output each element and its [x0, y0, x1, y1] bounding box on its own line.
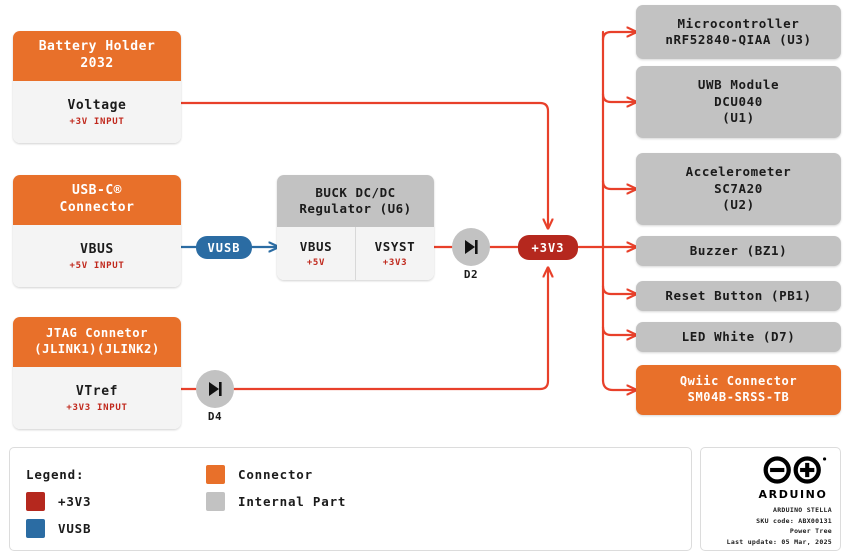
block-accelerometer-line2: SC7A20	[714, 180, 763, 196]
block-jtag-connector[interactable]: JTAG Connetor (JLINK1)(JLINK2) VTref +3V…	[13, 317, 181, 429]
diode-d2[interactable]	[452, 228, 490, 266]
diode-symbol-icon	[465, 240, 478, 254]
wire-branch-u1	[601, 92, 636, 102]
block-microcontroller-line2: nRF52840-QIAA (U3)	[665, 32, 812, 47]
diode-d2-label-text: D2	[463, 268, 479, 281]
wire-branch-qwiic	[601, 378, 636, 390]
diode-symbol-icon	[209, 382, 222, 396]
legend-label-connector: Connector	[238, 467, 313, 482]
block-battery-holder[interactable]: Battery Holder 2032 Voltage +3V INPUT	[13, 31, 181, 143]
block-usbc-connector[interactable]: USB-C® Connector VBUS +5V INPUT	[13, 175, 181, 287]
block-battery-header-line2: 2032	[80, 56, 114, 71]
legend-swatch-3v3	[26, 492, 45, 511]
block-jtag-header-line2: (JLINK1)(JLINK2)	[34, 342, 160, 356]
block-battery-header: Battery Holder 2032	[13, 31, 181, 81]
diode-d2-label: D2	[452, 268, 490, 281]
block-jtag-body: VTref +3V3 INPUT	[13, 367, 181, 429]
block-led-white[interactable]: LED White (D7)	[636, 322, 841, 352]
block-usbc-voltage: +5V INPUT	[69, 260, 125, 271]
block-buzzer[interactable]: Buzzer (BZ1)	[636, 236, 841, 266]
block-qwiic-line2: SM04B-SRSS-TB	[687, 390, 790, 404]
regulator-vsyst-rail: VSYST	[374, 239, 416, 254]
regulator-output-vsyst: VSYST +3V3	[355, 227, 434, 280]
regulator-vsyst-voltage: +3V3	[382, 258, 408, 268]
legend-title: Legend:	[26, 467, 85, 482]
block-regulator-body: VBUS +5V VSYST +3V3	[277, 227, 434, 280]
block-uwb-line2: DCU040	[714, 93, 763, 109]
legend-swatch-connector	[206, 465, 225, 484]
block-accelerometer[interactable]: Accelerometer SC7A20 (U2)	[636, 153, 841, 225]
net-badge-vusb[interactable]: VUSB	[196, 236, 252, 259]
net-badge-3v3-label: +3V3	[531, 240, 565, 255]
block-reset-button-label: Reset Button (PB1)	[665, 287, 812, 303]
block-reset-button[interactable]: Reset Button (PB1)	[636, 281, 841, 311]
block-usbc-header: USB-C® Connector	[13, 175, 181, 225]
diode-d4-label: D4	[196, 410, 234, 423]
block-usbc-body: VBUS +5V INPUT	[13, 225, 181, 287]
legend-row-3: VUSB	[26, 515, 386, 542]
block-jtag-header: JTAG Connetor (JLINK1)(JLINK2)	[13, 317, 181, 367]
block-regulator-header-line1: BUCK DC/DC	[315, 185, 396, 200]
regulator-vbus-rail: VBUS	[299, 239, 333, 254]
legend-card: Legend: Connector +3V3 Internal Part	[9, 447, 692, 551]
wire-branch-u2	[601, 179, 636, 189]
brand-meta-last-update: Last update: 05 Mar, 2025	[726, 537, 832, 546]
legend-row-2: +3V3 Internal Part	[26, 488, 386, 515]
block-accelerometer-line3: (U2)	[722, 197, 755, 213]
net-badge-3v3[interactable]: +3V3	[518, 235, 578, 260]
block-qwiic-connector[interactable]: Qwiic Connector SM04B-SRSS-TB	[636, 365, 841, 415]
block-jtag-header-line1: JTAG Connetor	[46, 326, 148, 341]
block-jtag-rail: VTref	[75, 383, 119, 399]
block-usbc-rail: VBUS	[80, 241, 114, 257]
wire-branch-d7	[601, 325, 636, 335]
legend-item-internal-part: Internal Part	[206, 492, 386, 511]
arduino-wordmark: ARDUINO	[758, 488, 828, 501]
block-microcontroller[interactable]: Microcontroller nRF52840-QIAA (U3)	[636, 5, 841, 59]
regulator-input-vbus: VBUS +5V	[277, 227, 355, 280]
brand-meta: ARDUINO STELLA SKU code: ABX00131 Power …	[727, 505, 832, 547]
block-battery-voltage: +3V INPUT	[69, 116, 125, 127]
block-regulator-header-line2: Regulator (U6)	[299, 201, 412, 216]
legend-item-vusb: VUSB	[26, 519, 206, 538]
block-accelerometer-line1: Accelerometer	[685, 164, 792, 180]
brand-meta-sku: SKU code: ABX00131	[756, 516, 832, 525]
block-battery-header-line1: Battery Holder	[38, 39, 156, 55]
wire-branch-u3	[601, 32, 636, 42]
wire-branch-pb1	[601, 284, 636, 294]
brand-meta-doc-type: Power Tree	[789, 527, 832, 536]
brand-meta-product: ARDUINO STELLA	[773, 506, 832, 514]
legend-swatch-internal-part	[206, 492, 225, 511]
legend-grid: Legend: Connector +3V3 Internal Part	[26, 461, 386, 542]
legend-label-vusb: VUSB	[58, 521, 92, 536]
regulator-vbus-voltage: +5V	[306, 258, 326, 268]
arduino-infinity-icon	[763, 456, 827, 484]
block-regulator-header: BUCK DC/DC Regulator (U6)	[277, 175, 434, 227]
block-uwb-module[interactable]: UWB Module DCU040 (U1)	[636, 66, 841, 138]
arduino-logo: ARDUINO	[756, 455, 830, 501]
block-buck-regulator[interactable]: BUCK DC/DC Regulator (U6) VBUS +5V VSYST…	[277, 175, 434, 280]
legend-row-1: Legend: Connector	[26, 461, 386, 488]
legend-swatch-vusb	[26, 519, 45, 538]
block-buzzer-label: Buzzer (BZ1)	[689, 242, 788, 258]
brand-card: ARDUINO ARDUINO STELLA SKU code: ABX0013…	[700, 447, 841, 551]
block-jtag-voltage: +3V3 INPUT	[66, 402, 128, 413]
legend-item-3v3: +3V3	[26, 492, 206, 511]
block-uwb-line1: UWB Module	[697, 77, 780, 93]
legend-item-connector: Connector	[206, 465, 386, 484]
wire-d4-to-3v3	[232, 268, 548, 391]
net-badge-vusb-label: VUSB	[207, 240, 241, 255]
diode-d4[interactable]	[196, 370, 234, 408]
block-usbc-header-line2: Connector	[59, 200, 135, 215]
block-battery-body: Voltage +3V INPUT	[13, 81, 181, 143]
block-usbc-header-line1: USB-C®	[72, 183, 122, 199]
block-led-white-label: LED White (D7)	[681, 328, 796, 344]
block-battery-rail: Voltage	[67, 97, 127, 113]
block-microcontroller-line1: Microcontroller	[677, 15, 800, 31]
legend-label-3v3: +3V3	[58, 494, 92, 509]
block-qwiic-line1: Qwiic Connector	[679, 374, 798, 389]
block-uwb-line3: (U1)	[722, 110, 755, 126]
legend-label-internal-part: Internal Part	[238, 494, 347, 509]
diode-d4-label-text: D4	[207, 410, 223, 423]
